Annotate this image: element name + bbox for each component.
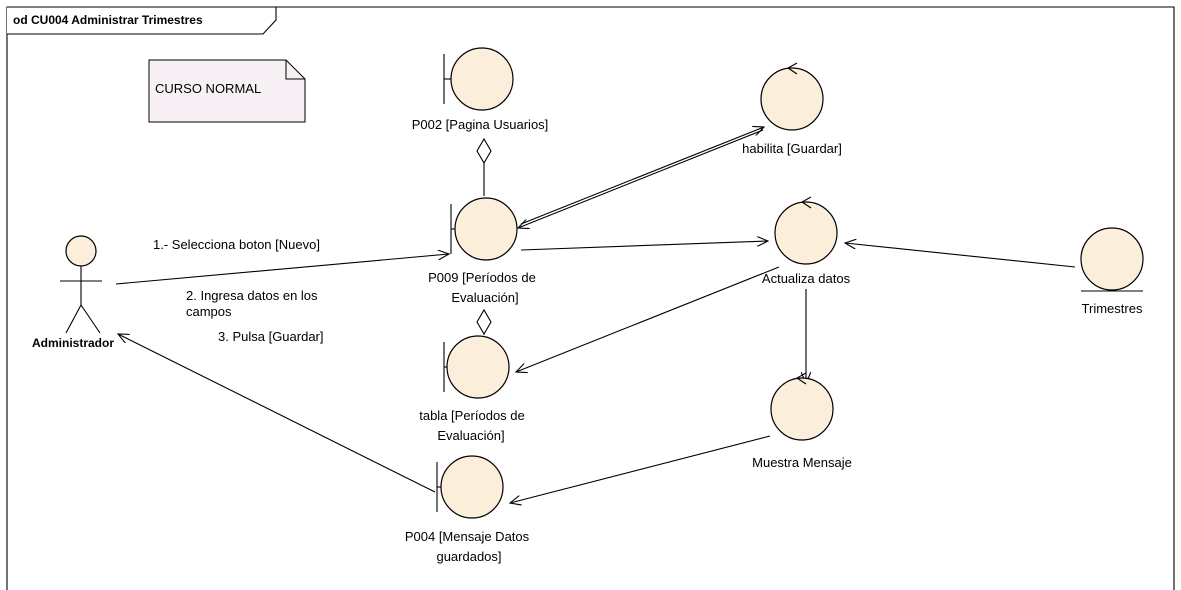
actor-label: Administrador <box>32 336 114 350</box>
message-arrow-habilita-out <box>520 127 764 225</box>
boundary-circle-icon <box>446 335 510 399</box>
note-text: CURSO NORMAL <box>155 81 261 96</box>
diagram-frame: od CU004 Administrar Trimestres <box>6 6 1175 590</box>
curso-normal-note[interactable]: CURSO NORMAL <box>148 59 306 123</box>
p004-label-line2: guardados] <box>436 549 501 564</box>
boundary-circle-icon <box>454 197 518 261</box>
connectors <box>115 127 1076 503</box>
boundary-p009[interactable]: P009 [Períodos de Evaluación] <box>428 197 536 305</box>
trimestres-label: Trimestres <box>1082 301 1143 316</box>
control-arrow-icon <box>786 62 798 75</box>
actualiza-label: Actualiza datos <box>762 271 851 286</box>
control-habilita[interactable]: habilita [Guardar] <box>742 62 842 156</box>
habilita-label: habilita [Guardar] <box>742 141 842 156</box>
message-labels: 1.- Selecciona boton [Nuevo] 2. Ingresa … <box>153 237 324 344</box>
p009-label-line2: Evaluación] <box>451 290 518 305</box>
message-2-label-line2: campos <box>186 304 232 319</box>
boundary-tabla[interactable]: tabla [Períodos de Evaluación] <box>419 335 525 443</box>
message-arrow-tabla <box>516 266 780 372</box>
message-arrow-trimestres <box>845 243 1076 268</box>
p009-label-line1: P009 [Períodos de <box>428 270 536 285</box>
message-arrow-p004 <box>510 435 771 503</box>
entity-trimestres[interactable]: Trimestres <box>1080 227 1144 316</box>
control-arrow-icon <box>800 196 812 209</box>
control-arrow-icon <box>795 372 807 385</box>
message-arrow-1 <box>115 254 449 285</box>
actor-head-icon <box>65 235 97 267</box>
message-arrow-administrador <box>118 334 436 493</box>
control-circle-icon <box>774 201 838 265</box>
actor-administrador[interactable]: Administrador <box>32 235 114 350</box>
message-arrow-habilita-in <box>518 129 764 228</box>
boundary-p004[interactable]: P004 [Mensaje Datos guardados] <box>405 455 530 564</box>
boundary-circle-icon <box>440 455 504 519</box>
boundary-circle-icon <box>450 47 514 111</box>
entity-circle-icon <box>1080 227 1144 291</box>
boundary-p002[interactable]: P002 [Pagina Usuarios] <box>412 47 549 132</box>
control-muestra-mensaje[interactable]: Muestra Mensaje <box>752 372 852 470</box>
message-2-label-line1: 2. Ingresa datos en los <box>186 288 318 303</box>
frame-title: od CU004 Administrar Trimestres <box>13 13 203 27</box>
message-1-label: 1.- Selecciona boton [Nuevo] <box>153 237 320 252</box>
control-circle-icon <box>760 67 824 131</box>
tabla-label-line1: tabla [Períodos de <box>419 408 525 423</box>
aggregation-diamond-icon <box>476 137 492 165</box>
tabla-label-line2: Evaluación] <box>437 428 504 443</box>
control-circle-icon <box>770 377 834 441</box>
p004-label-line1: P004 [Mensaje Datos <box>405 529 530 544</box>
control-actualiza-datos[interactable]: Actualiza datos <box>762 196 851 286</box>
p002-label: P002 [Pagina Usuarios] <box>412 117 549 132</box>
message-3-label: 3. Pulsa [Guardar] <box>218 329 324 344</box>
message-arrow-actualiza <box>520 241 768 251</box>
muestra-label: Muestra Mensaje <box>752 455 852 470</box>
aggregation-diamond-icon <box>476 308 492 336</box>
